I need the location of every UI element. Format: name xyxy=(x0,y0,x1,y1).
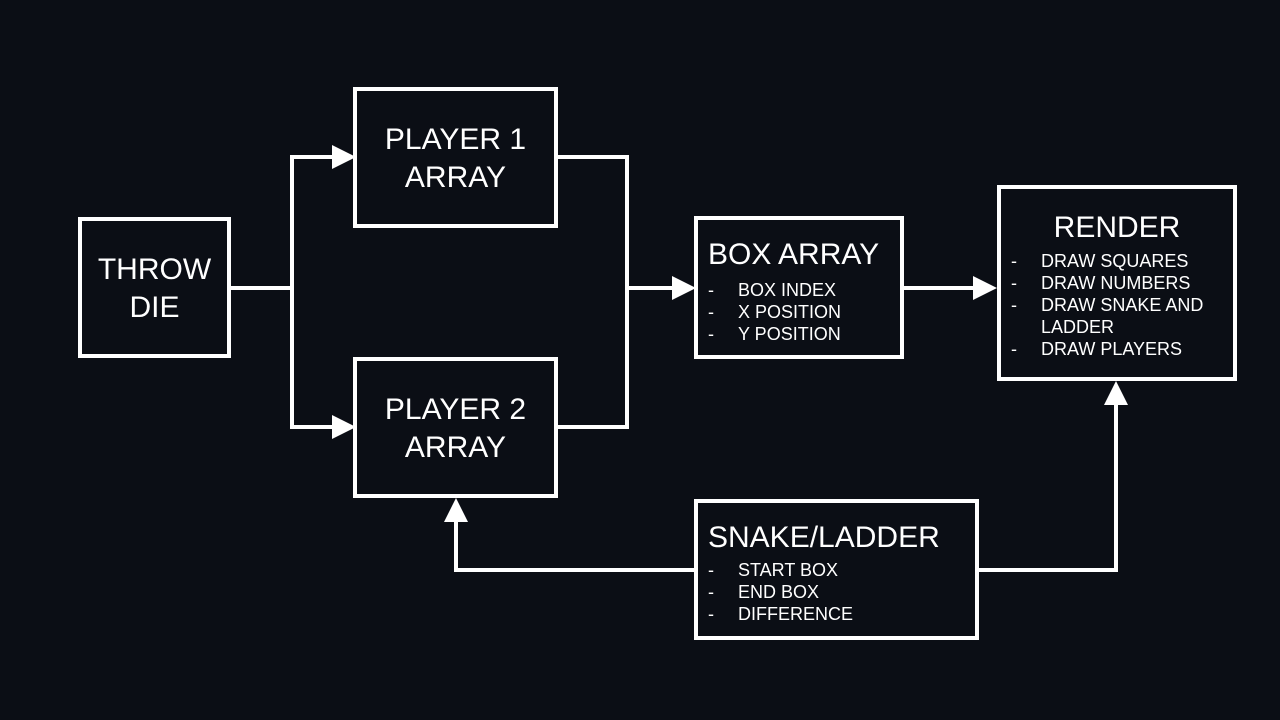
box-array-attribute-list: - BOX INDEX - X POSITION - Y POSITION xyxy=(708,279,841,345)
snake-ladder-item: - DIFFERENCE xyxy=(708,603,853,625)
snake-ladder-title: SNAKE/LADDER xyxy=(708,521,940,554)
box-array-item-label: Y POSITION xyxy=(738,324,841,344)
box-array-item: - BOX INDEX xyxy=(708,279,841,301)
snake-ladder-item-label: DIFFERENCE xyxy=(738,604,854,624)
player1-array-node: PLAYER 1 ARRAY xyxy=(353,87,558,228)
render-node: RENDER - DRAW SQUARES - DRAW NUMBERS - D… xyxy=(997,185,1237,381)
snake-ladder-item: - END BOX xyxy=(708,581,853,603)
snake-ladder-item-label: START BOX xyxy=(738,560,839,580)
connector-snake-ladder-to-render xyxy=(978,381,1128,572)
list-bullet: - xyxy=(708,604,714,624)
render-item-label: DRAW SNAKE AND xyxy=(1041,295,1204,315)
player2-label-line2: ARRAY xyxy=(404,431,507,464)
box-array-title: BOX ARRAY xyxy=(708,238,880,271)
box-array-item-label: BOX INDEX xyxy=(738,280,837,300)
player1-label-line1: PLAYER 1 xyxy=(384,123,527,156)
render-item-label: DRAW NUMBERS xyxy=(1041,273,1191,293)
throw-die-node: THROW DIE xyxy=(78,217,231,358)
list-bullet: - xyxy=(1011,295,1017,315)
box-array-item: - Y POSITION xyxy=(708,323,841,345)
connector-player2-to-merge xyxy=(557,288,629,429)
render-item-label-continuation: LADDER xyxy=(1041,317,1115,337)
player2-label-line1: PLAYER 2 xyxy=(384,393,527,426)
list-bullet: - xyxy=(708,302,714,322)
throw-die-label-line2: DIE xyxy=(129,291,180,324)
render-item: - DRAW SQUARES xyxy=(1011,250,1203,272)
render-item: - DRAW NUMBERS xyxy=(1011,272,1203,294)
render-item: - DRAW SNAKE AND LADDER xyxy=(1011,294,1203,338)
render-item-label: DRAW SQUARES xyxy=(1041,251,1189,271)
throw-die-label-line1: THROW xyxy=(97,253,212,286)
list-bullet: - xyxy=(1011,273,1017,293)
connector-throw-die-to-player2 xyxy=(290,288,356,439)
connector-throw-die-to-player1 xyxy=(290,145,356,288)
render-item-label: DRAW PLAYERS xyxy=(1041,339,1183,359)
player1-label-line2: ARRAY xyxy=(404,161,507,194)
render-item: - DRAW PLAYERS xyxy=(1011,338,1203,360)
snake-ladder-item-label: END BOX xyxy=(738,582,820,602)
list-bullet: - xyxy=(708,582,714,602)
box-array-item: - X POSITION xyxy=(708,301,841,323)
box-array-item-label: X POSITION xyxy=(738,302,842,322)
list-bullet: - xyxy=(1011,251,1017,271)
snake-ladder-attribute-list: - START BOX - END BOX - DIFFERENCE xyxy=(708,559,853,625)
list-bullet: - xyxy=(708,280,714,300)
list-bullet: - xyxy=(708,560,714,580)
connector-snake-ladder-to-player2 xyxy=(444,498,696,572)
snake-ladder-item: - START BOX xyxy=(708,559,853,581)
player2-array-node: PLAYER 2 ARRAY xyxy=(353,357,558,498)
render-step-list: - DRAW SQUARES - DRAW NUMBERS - DRAW SNA… xyxy=(1011,250,1203,360)
connector-player1-to-merge xyxy=(557,155,629,288)
snake-ladder-node: SNAKE/LADDER - START BOX - END BOX - DIF… xyxy=(694,499,979,640)
list-bullet: - xyxy=(708,324,714,344)
list-bullet: - xyxy=(1011,339,1017,359)
box-array-node: BOX ARRAY - BOX INDEX - X POSITION - Y P… xyxy=(694,216,904,359)
render-title: RENDER xyxy=(1053,211,1181,244)
